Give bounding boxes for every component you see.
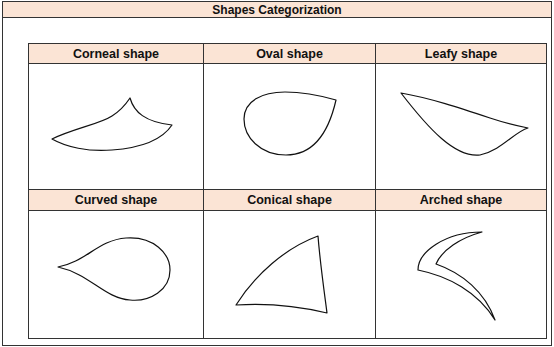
column-header: Arched shape <box>376 190 546 210</box>
title-bar: Shapes Categorization <box>2 1 552 18</box>
header-text: Oval shape <box>256 47 323 61</box>
column-header: Corneal shape <box>29 44 203 63</box>
header-text: Leafy shape <box>425 47 497 61</box>
leafy-shape <box>401 93 528 155</box>
corneal-shape <box>52 98 172 150</box>
arched-shape <box>418 232 495 320</box>
column-header: Curved shape <box>29 190 203 210</box>
grid-line <box>29 63 547 64</box>
grid-line <box>29 210 547 211</box>
curved-shape <box>58 238 170 300</box>
header-text: Corneal shape <box>73 47 159 61</box>
outer-frame <box>3 2 552 346</box>
oval-shape <box>244 92 336 155</box>
header-text: Conical shape <box>247 193 332 207</box>
header-text: Curved shape <box>75 193 158 207</box>
column-header: Conical shape <box>204 190 375 210</box>
conical-shape <box>236 236 327 313</box>
column-header: Oval shape <box>204 44 375 63</box>
table-frame <box>29 44 547 339</box>
header-text: Arched shape <box>420 193 503 207</box>
column-header: Leafy shape <box>376 44 546 63</box>
title-text: Shapes Categorization <box>212 3 341 17</box>
